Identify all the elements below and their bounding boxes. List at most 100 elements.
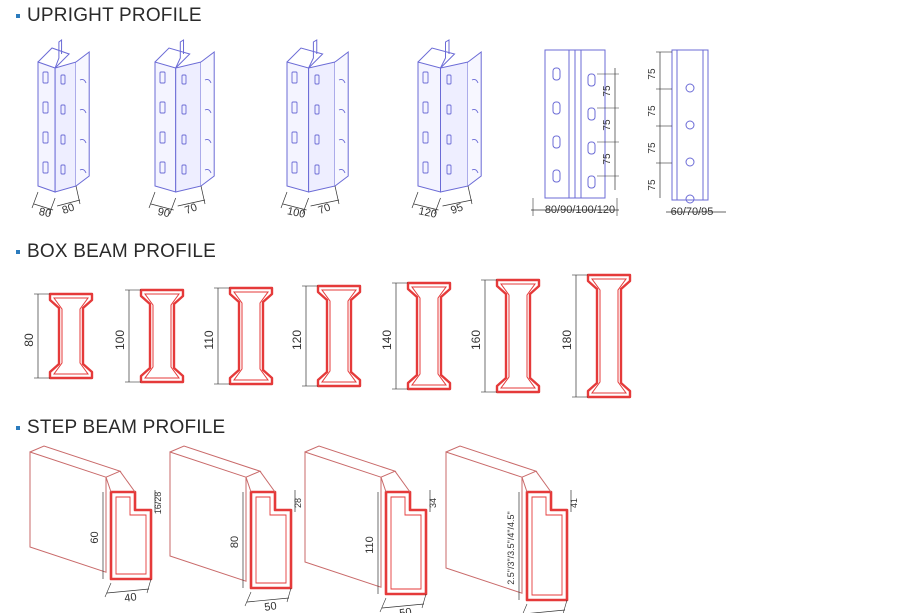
step-depth-label: 28: [293, 498, 303, 508]
dim-line: [31, 191, 39, 209]
side-pitch-label: 75: [647, 142, 658, 154]
upright-side-face: [467, 50, 482, 187]
box-height-label: 160: [469, 330, 483, 350]
side-hole: [685, 157, 695, 167]
step-height-label: 110: [364, 536, 376, 554]
upright-slot: [422, 131, 429, 144]
upright-slot: [159, 101, 166, 114]
step-top-edge: [169, 445, 262, 478]
upright-side-hole: [204, 108, 212, 114]
upright-width-label: 80: [38, 206, 52, 220]
upright-slot: [446, 164, 452, 175]
step-edge: [245, 477, 252, 493]
box-height-label: 140: [380, 330, 394, 350]
step-width-label: 40: [124, 591, 138, 605]
dim-line: [379, 597, 387, 613]
upright-slot: [42, 101, 49, 114]
upright-width-label: 120: [417, 205, 437, 221]
upright-top-edge: [37, 47, 71, 69]
dim-line: [334, 185, 340, 205]
dim-line: [33, 203, 54, 211]
side-outline: [671, 49, 709, 201]
dim-line: [282, 203, 307, 211]
front-slot: [552, 169, 561, 183]
step-beam-inner: [255, 496, 287, 584]
dim-line: [148, 191, 156, 209]
step-beam-inner: [390, 496, 422, 590]
box-height-label: 100: [113, 330, 127, 350]
upright-side-hole: [204, 78, 212, 84]
step-top-edge: [445, 445, 538, 478]
dim-line: [169, 197, 177, 215]
step-edge: [119, 470, 136, 493]
front-slot: [587, 107, 596, 121]
step-depth-label: 41: [569, 498, 579, 508]
box-beam-inner: [500, 283, 536, 389]
upright-top-edge: [417, 47, 456, 69]
upright-slot: [60, 74, 66, 85]
upright-slot: [181, 134, 187, 145]
upright-slot: [422, 71, 429, 84]
front-pitch-label: 75: [602, 153, 613, 165]
dim-line: [442, 199, 473, 207]
box-beam-profile: 160: [469, 278, 541, 394]
step-edge: [394, 470, 411, 493]
dim-line: [413, 203, 439, 211]
box-height-label: 110: [202, 330, 216, 349]
front-pitch-label: 75: [602, 85, 613, 97]
upright-slot: [159, 131, 166, 144]
front-slot: [552, 101, 561, 115]
upright-slot: [291, 101, 298, 114]
step-beam-profile: 2.5"/3"/3.5"/4"/4.5" 63.5 41: [445, 445, 579, 613]
box-beam-inner: [411, 286, 447, 386]
step-beam-profile: 1105034: [304, 445, 438, 613]
upright-web-face: [54, 61, 77, 193]
upright-slot: [422, 161, 429, 174]
bullet-icon: [16, 250, 20, 254]
front-slot: [552, 67, 561, 81]
dim-line: [104, 582, 112, 598]
dim-line: [177, 199, 206, 207]
dim-line: [286, 587, 292, 603]
bullet-icon: [16, 426, 20, 430]
step-edge: [105, 477, 112, 493]
upright-side-hole: [471, 138, 479, 144]
box-beam-outline: [228, 286, 274, 386]
box-beam-inner: [591, 278, 627, 394]
front-slot: [552, 135, 561, 149]
upright-slot: [314, 134, 320, 145]
box-beam-profile: 100: [113, 288, 185, 384]
step-beam-section: [525, 490, 569, 602]
box-beam-outline: [48, 292, 94, 380]
side-depth-label: 60/70/95: [671, 206, 714, 218]
step-height-label: 2.5"/3"/3.5"/4"/4.5": [506, 511, 516, 585]
upright-slot: [60, 134, 66, 145]
dim-line: [529, 609, 566, 613]
box-beam-inner: [233, 291, 269, 381]
upright-depth-label: 70: [183, 201, 199, 216]
upright-side-hole: [79, 168, 87, 174]
upright-slot: [42, 71, 49, 84]
upright-slot: [60, 104, 66, 115]
dim-line: [310, 199, 340, 207]
upright-depth-label: 80: [61, 201, 77, 216]
upright-side-hole: [79, 138, 87, 144]
box-height-label: 80: [22, 333, 36, 347]
step-edge: [259, 470, 276, 493]
step-edge: [380, 477, 387, 493]
dim-line: [467, 185, 473, 205]
dim-line: [57, 199, 81, 207]
upright-slot: [42, 161, 49, 174]
side-hole: [685, 120, 695, 130]
step-edge: [535, 470, 552, 493]
upright-top-notch: [440, 39, 450, 69]
front-slot: [587, 175, 596, 189]
front-slot: [587, 73, 596, 87]
upright-width-label: 100: [286, 205, 306, 221]
step-depth-label: 16/28: [153, 492, 163, 515]
step-beam-inner: [115, 496, 147, 575]
step-side-face: [169, 451, 247, 582]
step-width-label: 63.5: [535, 612, 558, 613]
